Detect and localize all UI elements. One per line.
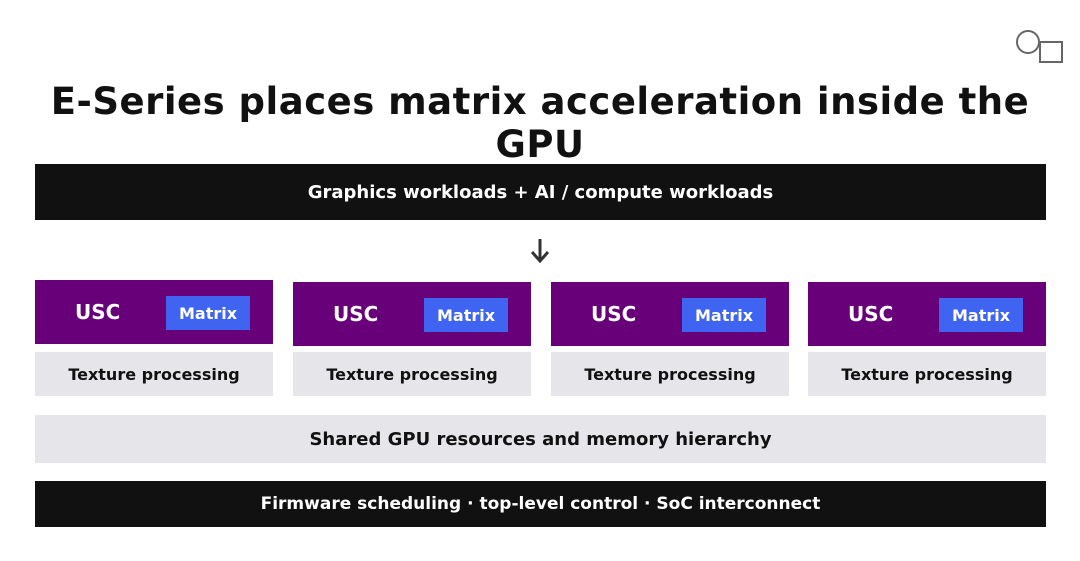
usc-label: USC (75, 300, 121, 324)
firmware-bar: Firmware scheduling · top-level control … (35, 481, 1046, 527)
shared-resources-bar: Shared GPU resources and memory hierarch… (35, 415, 1046, 463)
texture-processing-block: Texture processing (293, 352, 531, 396)
shared-resources-label: Shared GPU resources and memory hierarch… (309, 428, 772, 450)
texture-processing-block: Texture processing (551, 352, 789, 396)
usc-block: USC Matrix (808, 282, 1046, 346)
matrix-unit: Matrix (424, 298, 508, 332)
matrix-unit: Matrix (166, 296, 250, 330)
usc-block: USC Matrix (293, 282, 531, 346)
texture-processing-block: Texture processing (808, 352, 1046, 396)
texture-processing-block: Texture processing (35, 352, 273, 396)
gpu-cluster-1: USC Matrix Texture processing (35, 280, 273, 396)
workloads-label: Graphics workloads + AI / compute worklo… (307, 181, 774, 203)
gpu-cluster-2: USC Matrix Texture processing (293, 282, 531, 396)
slide-title: E-Series places matrix acceleration insi… (50, 80, 1030, 166)
workloads-bar: Graphics workloads + AI / compute worklo… (35, 164, 1046, 220)
usc-block: USC Matrix (551, 282, 789, 346)
matrix-unit: Matrix (682, 298, 766, 332)
gpu-cluster-3: USC Matrix Texture processing (551, 282, 789, 396)
arrow-down-icon (530, 239, 550, 264)
usc-label: USC (848, 302, 894, 326)
circle-square-logo-icon (1016, 30, 1063, 63)
usc-block: USC Matrix (35, 280, 273, 344)
usc-label: USC (333, 302, 379, 326)
usc-label: USC (591, 302, 637, 326)
firmware-label: Firmware scheduling · top-level control … (260, 494, 821, 514)
matrix-unit: Matrix (939, 298, 1023, 332)
gpu-cluster-4: USC Matrix Texture processing (808, 282, 1046, 396)
